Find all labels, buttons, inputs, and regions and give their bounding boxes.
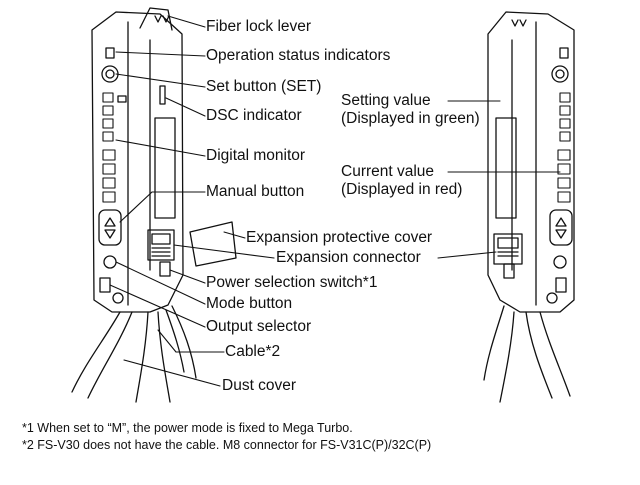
left-device: [71, 7, 237, 403]
label-expansion-connector: Expansion connector: [276, 249, 421, 266]
label-set-button: Set button (SET): [206, 78, 322, 95]
label-fiber-lock-lever: Fiber lock lever: [206, 18, 312, 35]
label-dsc-indicator: DSC indicator: [206, 107, 302, 124]
label-setting-value: Setting value: [341, 92, 431, 109]
label-cable: Cable*2: [225, 343, 281, 360]
label-output-selector: Output selector: [206, 318, 312, 335]
label-current-value: Current value: [341, 163, 435, 180]
label-setting-value-color: (Displayed in green): [341, 110, 480, 127]
right-device: [483, 11, 575, 403]
label-current-value-color: (Displayed in red): [341, 181, 463, 198]
label-expansion-protective-cover: Expansion protective cover: [246, 229, 433, 246]
label-mode-button: Mode button: [206, 295, 293, 312]
footnote-2: *2 FS-V30 does not have the cable. M8 co…: [22, 438, 432, 452]
leader-lines: [109, 15, 561, 387]
footnote-1: *1 When set to “M”, the power mode is fi…: [22, 421, 353, 435]
label-operation-status-indicators: Operation status indicators: [206, 47, 391, 64]
label-dust-cover: Dust cover: [222, 377, 297, 394]
label-power-selection-switch: Power selection switch*1: [206, 274, 378, 291]
label-manual-button: Manual button: [206, 183, 305, 200]
label-digital-monitor: Digital monitor: [206, 147, 306, 164]
